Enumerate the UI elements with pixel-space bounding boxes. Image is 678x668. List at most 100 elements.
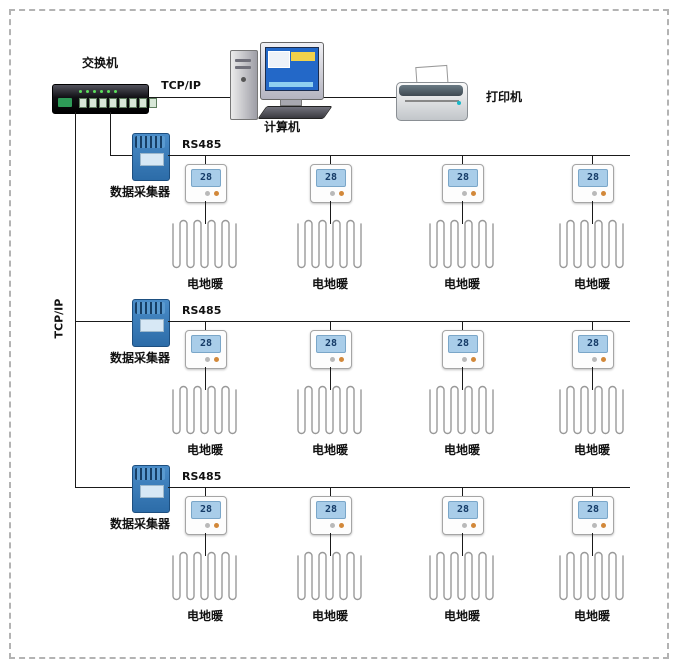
- thermostat-button-icon: [330, 357, 335, 362]
- tcpip-link-switch-computer: [147, 97, 230, 98]
- ethernet-port-icon: [99, 98, 107, 108]
- thermostat-button-icon: [214, 523, 219, 528]
- thermostat-button-icon: [205, 523, 210, 528]
- collector-panel: [140, 153, 164, 166]
- thermostat-drop-line: [462, 321, 463, 331]
- thermostat-button-icon: [471, 357, 476, 362]
- thermostat-drop-line: [462, 155, 463, 165]
- floor-heating-coil: [172, 219, 237, 269]
- ethernet-port-icon: [129, 98, 137, 108]
- heating-unit: 28 电地暖: [285, 487, 375, 631]
- thermostat-display: 28: [448, 501, 478, 519]
- heater-connection-line: [205, 367, 206, 390]
- heater-label: 电地暖: [311, 443, 348, 457]
- collector-panel: [140, 319, 164, 332]
- thermostat-display: 28: [448, 169, 478, 187]
- ethernet-port-icon: [89, 98, 97, 108]
- diagram-border: [9, 9, 669, 659]
- collector-heatsink: [135, 468, 165, 480]
- ethernet-port-icon: [139, 98, 147, 108]
- thermostat-button-icon: [205, 191, 210, 196]
- drive-slot: [235, 59, 251, 62]
- heater-label: 电地暖: [186, 277, 223, 291]
- thermostat-button-icon: [339, 357, 344, 362]
- screen-window: [268, 51, 290, 68]
- heater-label: 电地暖: [573, 277, 610, 291]
- thermostat-drop-line: [462, 487, 463, 497]
- thermostat-drop-line: [330, 155, 331, 165]
- thermostat-button-icon: [471, 523, 476, 528]
- rs485-bus-line: [168, 321, 630, 322]
- thermostat: 28: [310, 496, 352, 535]
- tcpip-backbone-line: [75, 112, 76, 488]
- thermostat-button-icon: [214, 357, 219, 362]
- data-collector: [132, 299, 170, 347]
- heater-connection-line: [205, 201, 206, 224]
- floor-heating-coil: [429, 551, 494, 601]
- screen-window: [291, 52, 315, 61]
- drive-slot: [235, 66, 251, 69]
- thermostat-button-icon: [592, 191, 597, 196]
- thermostat-display: 28: [578, 169, 608, 187]
- computer-keyboard: [257, 106, 333, 119]
- switch-port-row: [79, 98, 157, 108]
- monitor-screen: [265, 47, 319, 91]
- printer-body: [396, 82, 468, 121]
- heater-connection-line: [330, 533, 331, 556]
- thermostat-button-icon: [205, 357, 210, 362]
- thermostat-drop-line: [592, 155, 593, 165]
- thermostat-drop-line: [592, 321, 593, 331]
- collector-heatsink: [135, 302, 165, 314]
- computer-tower: [230, 50, 258, 120]
- thermostat-display: 28: [191, 169, 221, 187]
- thermostat-button-icon: [339, 523, 344, 528]
- heater-connection-line: [462, 367, 463, 390]
- heating-unit: 28 电地暖: [160, 155, 250, 299]
- rs485-bus-line: [168, 155, 630, 156]
- heater-label: 电地暖: [443, 277, 480, 291]
- collector-label: 数据采集器: [109, 351, 170, 365]
- heater-connection-line: [462, 201, 463, 224]
- thermostat-display: 28: [448, 335, 478, 353]
- thermostat-display: 28: [316, 501, 346, 519]
- thermostat-button-icon: [592, 523, 597, 528]
- led-icon: [93, 90, 96, 93]
- heater-connection-line: [462, 533, 463, 556]
- ethernet-port-icon: [119, 98, 127, 108]
- heating-unit: 28 电地暖: [285, 321, 375, 465]
- heater-connection-line: [330, 201, 331, 224]
- heating-unit: 28 电地暖: [285, 155, 375, 299]
- network-switch: [52, 84, 157, 114]
- thermostat-display: 28: [191, 501, 221, 519]
- printer: [396, 64, 468, 121]
- heater-label: 电地暖: [186, 609, 223, 623]
- collector1-feed-vertical: [110, 112, 111, 155]
- floor-heating-coil: [297, 551, 362, 601]
- floor-heating-coil: [559, 219, 624, 269]
- heating-zone-row: 数据采集器 RS485 28 电地暖 28: [0, 465, 678, 631]
- thermostat-button-icon: [592, 357, 597, 362]
- thermostat-button-icon: [601, 191, 606, 196]
- thermostat-button-icon: [339, 191, 344, 196]
- thermostat-display: 28: [578, 335, 608, 353]
- thermostat-display: 28: [578, 501, 608, 519]
- data-collector: [132, 465, 170, 513]
- printer-label: 打印机: [486, 90, 523, 104]
- computer-monitor: [260, 42, 324, 100]
- collector2-feed-horizontal: [75, 321, 132, 322]
- thermostat: 28: [185, 164, 227, 203]
- thermostat-drop-line: [330, 321, 331, 331]
- collector-label: 数据采集器: [109, 185, 170, 199]
- led-icon: [100, 90, 103, 93]
- collector3-feed-horizontal: [75, 487, 132, 488]
- thermostat-drop-line: [592, 487, 593, 497]
- heater-connection-line: [330, 367, 331, 390]
- floor-heating-coil: [429, 219, 494, 269]
- thermostat: 28: [442, 164, 484, 203]
- thermostat-button-icon: [330, 523, 335, 528]
- thermostat-button-icon: [330, 191, 335, 196]
- thermostat: 28: [310, 330, 352, 369]
- thermostat-display: 28: [316, 335, 346, 353]
- data-collector: [132, 133, 170, 181]
- heating-zone-row: 数据采集器 RS485 28 电地暖 28: [0, 299, 678, 465]
